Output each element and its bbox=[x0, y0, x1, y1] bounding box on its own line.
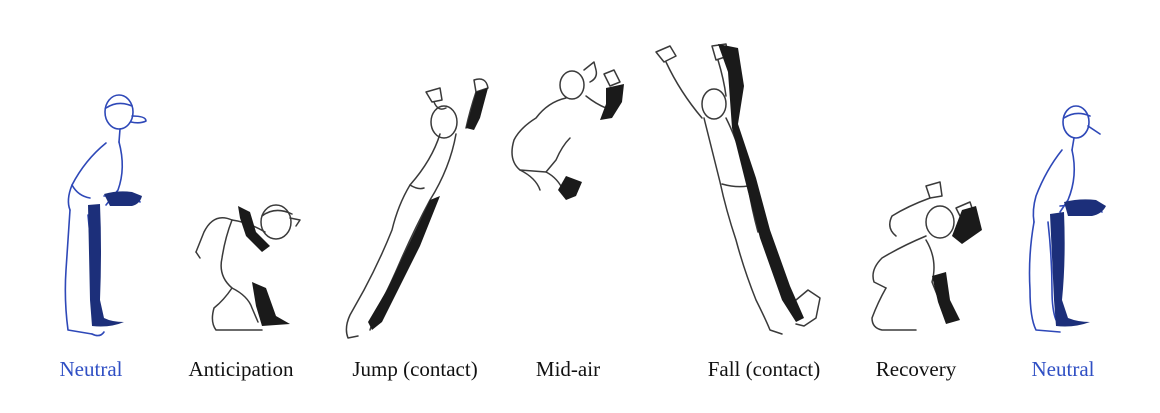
figure-neutral-end bbox=[1028, 105, 1103, 333]
frame-label-mid-air: Mid-air bbox=[535, 357, 601, 381]
figure-mid-air bbox=[511, 61, 621, 197]
frame-label-anticipation: Anticipation bbox=[188, 357, 294, 381]
figure-neutral-start bbox=[64, 94, 147, 337]
frame-label-recovery: Recovery bbox=[875, 357, 957, 381]
figure-anticipation-shadow bbox=[238, 206, 290, 326]
figure-recovery bbox=[871, 181, 975, 331]
figure-neutral-start-shadow bbox=[88, 191, 142, 327]
figure-neutral-end-shadow bbox=[1050, 199, 1106, 327]
frame-label-neutral-start: Neutral bbox=[59, 357, 123, 381]
figure-anticipation bbox=[195, 204, 301, 331]
figure-jump-contact bbox=[345, 78, 489, 339]
frame-label-jump-contact: Jump (contact) bbox=[352, 357, 478, 381]
frame-label-neutral-end: Neutral bbox=[1031, 357, 1095, 381]
figure-fall-contact-shadow bbox=[718, 44, 804, 322]
frame-label-fall-contact: Fall (contact) bbox=[707, 357, 821, 381]
figure-jump-contact-shadow bbox=[368, 88, 488, 330]
figure-recovery-shadow bbox=[932, 206, 982, 324]
figure-mid-air-shadow bbox=[558, 84, 624, 200]
